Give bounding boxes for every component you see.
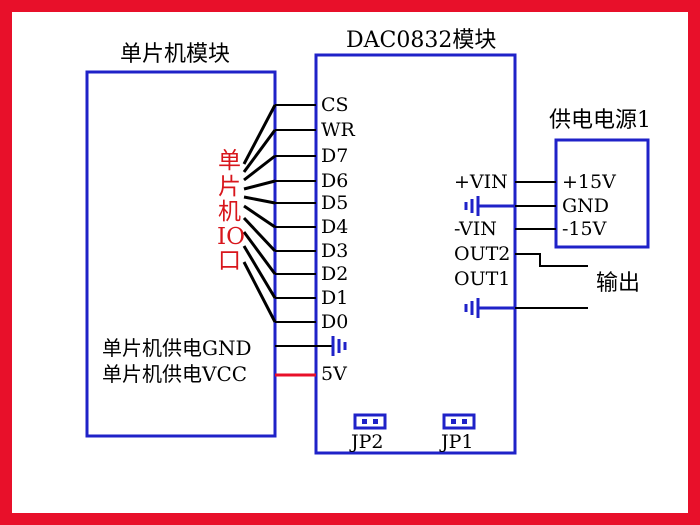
pin-cs: CS	[321, 94, 349, 116]
output-label: 输出	[596, 271, 641, 296]
power-title: 供电电源1	[549, 108, 651, 133]
power-wires	[515, 181, 556, 230]
io-label-char-3: 机	[218, 199, 241, 225]
output-wires	[515, 253, 588, 309]
dac-left-stubs	[275, 104, 332, 347]
jp2-label: JP2	[351, 431, 384, 453]
io-label-char-4: IO	[217, 224, 245, 250]
pin-d5: D5	[321, 192, 349, 214]
mcu-gnd-label: 单片机供电GND	[102, 336, 252, 360]
pin-d3: D3	[321, 240, 349, 262]
gnd-symbol-right-upper	[464, 196, 515, 216]
gnd-symbol-right-lower	[464, 298, 515, 318]
power-pin-gnd: GND	[562, 195, 610, 217]
mcu-block	[85, 70, 277, 438]
pin-wr: WR	[321, 119, 355, 141]
pin-d2: D2	[321, 263, 349, 285]
mcu-vcc-label: 单片机供电VCC	[102, 362, 248, 386]
power-pin-pos15: +15V	[562, 171, 616, 193]
gnd-symbol-left	[331, 336, 347, 356]
jp2-jumper	[353, 413, 387, 430]
pin-vin-neg: -VIN	[454, 218, 497, 240]
dac-title: DAC0832模块	[346, 28, 497, 53]
pin-d1: D1	[321, 287, 349, 309]
mcu-title: 单片机模块	[120, 42, 231, 67]
io-label-char-2: 片	[218, 174, 241, 200]
jp1-jumper	[442, 413, 476, 430]
pin-vin-pos: +VIN	[454, 171, 508, 193]
power-pin-neg15: -15V	[562, 218, 607, 240]
pin-d7: D7	[321, 145, 349, 167]
pin-d6: D6	[321, 170, 349, 192]
io-label-char-5: 口	[218, 248, 241, 274]
jp1-label: JP1	[441, 431, 474, 453]
pin-d0: D0	[321, 311, 349, 333]
pin-5v: 5V	[321, 363, 347, 385]
pin-d4: D4	[321, 216, 349, 238]
power-block	[554, 138, 650, 249]
io-label-char-1: 单	[218, 148, 241, 174]
io-fan-lines	[242, 104, 277, 323]
pin-out1: OUT1	[454, 268, 511, 290]
pin-out2: OUT2	[454, 243, 511, 265]
